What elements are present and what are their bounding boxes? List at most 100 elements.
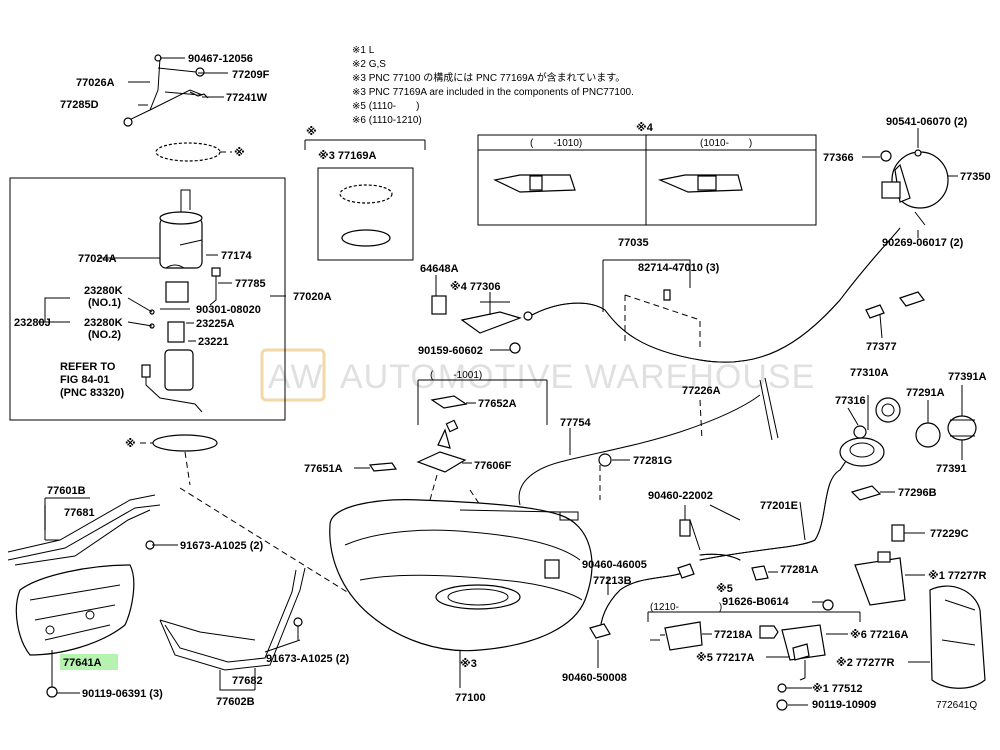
label-77601B: 77601B xyxy=(47,485,86,497)
label-77754: 77754 xyxy=(560,417,591,429)
label-77277R-1: ※1 77277R xyxy=(928,570,986,582)
label-refer-to: REFER TO xyxy=(60,361,116,373)
label-no2: (NO.2) xyxy=(88,329,121,341)
filler-pipe xyxy=(679,395,895,561)
watermark: AW AUTOMOTIVE WAREHOUSE xyxy=(260,348,815,402)
note-3b: ※3 PNC 77169A are included in the compon… xyxy=(352,87,634,98)
label-77281G: 77281G xyxy=(633,455,672,467)
label-77174: 77174 xyxy=(221,250,252,262)
fuel-filler-door xyxy=(862,128,958,238)
label-77229C: 77229C xyxy=(930,528,969,540)
fuel-tank xyxy=(329,465,601,688)
label-77281A: 77281A xyxy=(780,564,819,576)
label-23225A: 23225A xyxy=(196,318,235,330)
label-77682: 77682 xyxy=(232,675,263,687)
label-77216A: ※6 77216A xyxy=(850,629,908,641)
box-77169A: ※ xyxy=(304,126,426,261)
label-77606F: 77606F xyxy=(474,460,512,472)
star-top: ※ xyxy=(306,126,317,138)
label-90119-06391: 90119-06391 (3) xyxy=(82,688,163,700)
label-90159-60602: 90159-60602 xyxy=(418,345,483,357)
label-91626-B0614: 91626-B0614 xyxy=(722,596,790,608)
label-90119-10909: 90119-10909 xyxy=(812,699,876,711)
opener-lever xyxy=(431,275,522,354)
part-labels: 90467-12056 77026A 77209F 77285D 77241W … xyxy=(14,53,991,711)
range-1210: (1210- ) xyxy=(650,602,722,613)
label-77366: 77366 xyxy=(823,152,854,164)
label-77391: 77391 xyxy=(936,463,967,475)
fuel-pump-module-box xyxy=(9,177,286,421)
label-77169A: ※3 77169A xyxy=(318,150,376,162)
star5-label: ※5 xyxy=(716,583,733,595)
ring-mark: ※ xyxy=(234,147,245,159)
label-77602B: 77602B xyxy=(216,696,255,708)
col-left-range: ( -1010) xyxy=(530,138,582,149)
diagram-id: 772641Q xyxy=(936,700,977,711)
label-77652A: 77652A xyxy=(478,398,517,410)
label-77391A: 77391A xyxy=(948,371,987,383)
label-77285D: 77285D xyxy=(60,99,99,111)
label-77277R-2: ※2 77277R xyxy=(836,657,894,669)
gasket-ring: ※ xyxy=(125,434,361,601)
label-77209F: 77209F xyxy=(232,69,270,81)
label-77681: 77681 xyxy=(64,507,95,519)
bracket-group-1210: (1210- ) xyxy=(647,599,861,711)
label-77512: ※1 77512 xyxy=(812,683,862,695)
label-23280K-no2: 23280K xyxy=(84,317,123,329)
label-90460-50008: 90460-50008 xyxy=(562,672,627,684)
fuel-cap-and-rings xyxy=(847,385,977,460)
label-77641A: 77641A xyxy=(63,657,102,669)
label-90460-46005: 90460-46005 xyxy=(582,559,647,571)
note-6: ※6 (1110-1210) xyxy=(352,115,422,126)
label-90467-12056: 90467-12056 xyxy=(188,53,253,65)
tank-straps-right xyxy=(159,567,306,691)
fuel-hose-77213B xyxy=(589,553,778,668)
label-77020A: 77020A xyxy=(293,291,332,303)
label-77024A: 77024A xyxy=(78,253,117,265)
canister-parts xyxy=(854,524,986,689)
note-2: ※2 G,S xyxy=(352,59,386,70)
label-90301-08020: 90301-08020 xyxy=(196,304,261,316)
label-77035: 77035 xyxy=(618,237,649,249)
pad-77606F xyxy=(354,419,472,473)
range-1001: ( -1001) xyxy=(430,370,482,381)
label-77316: 77316 xyxy=(835,395,866,407)
tank-straps-left xyxy=(7,494,178,698)
col-right-range: (1010- ) xyxy=(700,138,752,149)
label-no1: (NO.1) xyxy=(88,297,121,309)
label-77291A: 77291A xyxy=(906,387,945,399)
label-77377: 77377 xyxy=(866,341,897,353)
label-77785: 77785 xyxy=(235,278,266,290)
label-90460-22002: 90460-22002 xyxy=(648,490,713,502)
label-77213B: 77213B xyxy=(593,575,632,587)
star3-label: ※3 xyxy=(460,658,477,670)
label-pnc-83320: (PNC 83320) xyxy=(60,387,125,399)
label-82714-47010: 82714-47010 (3) xyxy=(638,262,720,274)
label-90269-06017: 90269-06017 (2) xyxy=(882,237,964,249)
label-23280J: 23280J xyxy=(14,317,51,329)
watermark-logo: AW xyxy=(268,358,324,396)
label-77241W: 77241W xyxy=(226,92,268,104)
watermark-text: AUTOMOTIVE WAREHOUSE xyxy=(340,358,815,396)
breather-hoses xyxy=(518,377,779,506)
label-64648A: 64648A xyxy=(420,263,459,275)
label-90541-06070: 90541-06070 (2) xyxy=(886,116,968,128)
label-fig-84-01: FIG 84-01 xyxy=(60,374,110,386)
label-77026A: 77026A xyxy=(76,77,115,89)
pipe-assembly-top: ※ xyxy=(123,54,245,162)
note-1: ※1 L xyxy=(352,45,375,56)
label-23280K-no1: 23280K xyxy=(84,285,123,297)
label-77217A: ※5 77217A xyxy=(696,652,754,664)
gasket-mark: ※ xyxy=(125,438,136,450)
label-91673-A1025-top: 91673-A1025 (2) xyxy=(180,540,264,552)
highlight-77641A xyxy=(60,654,118,670)
fuel-opener-cable xyxy=(523,227,925,363)
label-77226A: 77226A xyxy=(682,385,721,397)
label-77100: 77100 xyxy=(455,692,486,704)
label-77296B: 77296B xyxy=(898,487,937,499)
label-77306: ※4 77306 xyxy=(450,281,500,293)
box-77306-variants: ※4 ( -1010) (1010- ) xyxy=(477,122,817,226)
box-77652A: ( -1001) xyxy=(417,370,548,425)
label-91673-A1025-bottom: 91673-A1025 (2) xyxy=(266,653,350,665)
